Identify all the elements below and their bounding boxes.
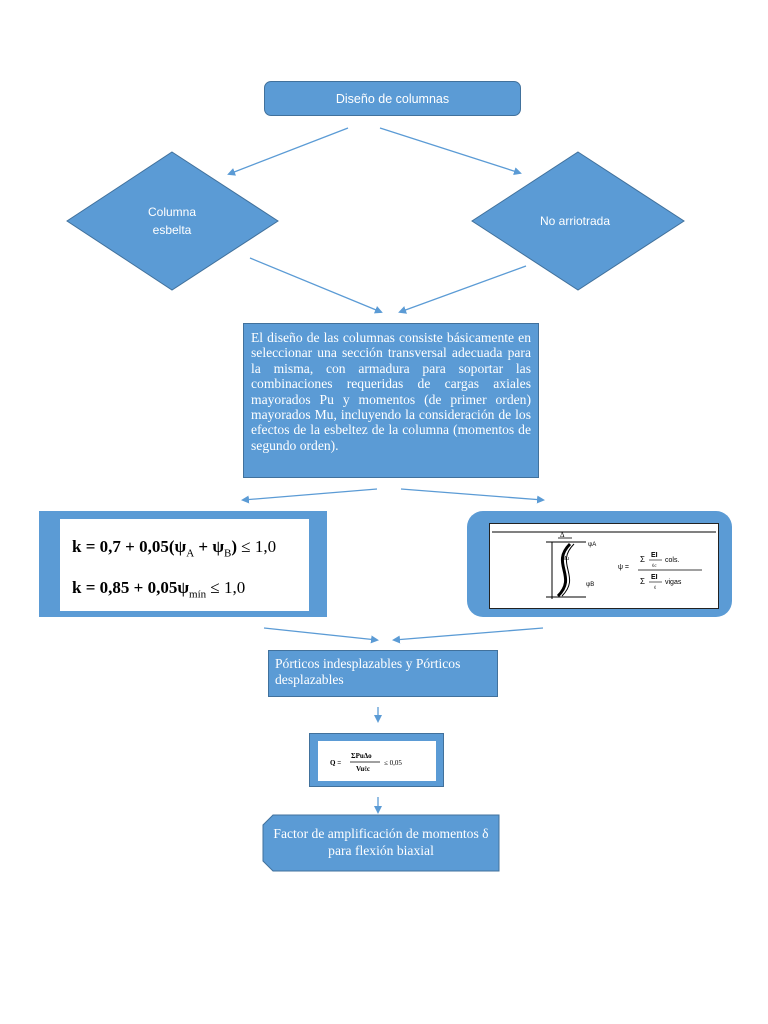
k2-sub: mín bbox=[189, 588, 207, 601]
k1-sub-a: A bbox=[186, 547, 195, 560]
psi-top-label: ψA bbox=[588, 542, 596, 548]
title-label: Diseño de columnas bbox=[335, 91, 450, 106]
psi-mu: Mu bbox=[562, 556, 569, 562]
porticos-text: Pórticos indesplazables y Pórticos despl… bbox=[275, 656, 461, 687]
psi-num-sum: Σ bbox=[640, 555, 645, 564]
psi-delta: Δ bbox=[560, 531, 565, 539]
description-node: El diseño de las columnas consiste básic… bbox=[243, 323, 539, 478]
k1-sub-b: B bbox=[224, 547, 232, 560]
q-num: ΣPuΔo bbox=[351, 752, 372, 760]
q-formula-panel: Q = ΣPuΔo Vuℓc ≤ 0,05 bbox=[318, 741, 436, 781]
psi-num-ei: EI bbox=[651, 552, 658, 559]
k-formula-line-2: k = 0,85 + 0,05ψmín ≤ 1,0 bbox=[72, 578, 245, 600]
factor-node: Factor de amplificación de momentos δ pa… bbox=[263, 815, 499, 871]
q-den: Vuℓc bbox=[356, 765, 370, 773]
arrow-right-to-desc bbox=[398, 265, 527, 314]
arrow-desc-to-psibox bbox=[400, 488, 545, 504]
column-frame-sketch: Δ ψA ψB Mu ψ = Σ EI ℓc cols. Σ EI ℓ viga… bbox=[492, 531, 716, 599]
psi-den-ei: EI bbox=[651, 574, 658, 581]
factor-text: Factor de amplificación de momentos δ pa… bbox=[273, 826, 489, 858]
k1-rhs: ) bbox=[231, 537, 238, 556]
psi-den-word: vigas bbox=[665, 579, 682, 586]
q-rhs: ≤ 0,05 bbox=[384, 759, 402, 767]
arrow-desc-to-kbox bbox=[241, 488, 378, 504]
psi-den-l: ℓ bbox=[654, 585, 656, 591]
psi-formula-panel: Δ ψA ψB Mu ψ = Σ EI ℓc cols. Σ EI ℓ viga… bbox=[489, 523, 719, 609]
k2-rel: ≤ 1,0 bbox=[206, 578, 246, 597]
arrow-title-to-left bbox=[227, 127, 349, 176]
left-diamond-label: Columna esbelta bbox=[147, 205, 197, 237]
k-formula-line-1: k = 0,7 + 0,05(ψA + ψB) ≤ 1,0 bbox=[72, 537, 276, 559]
description-text: El diseño de las columnas consiste básic… bbox=[251, 330, 531, 453]
arrow-psibox-to-porticos bbox=[392, 627, 544, 644]
k-formula-panel: k = 0,7 + 0,05(ψA + ψB) ≤ 1,0 k = 0,85 +… bbox=[60, 519, 309, 611]
k1-mid: + ψ bbox=[194, 537, 225, 556]
title-node-diseno-de-columnas: Diseño de columnas bbox=[264, 81, 521, 116]
q-lhs: Q = bbox=[330, 759, 341, 767]
q-formula-box: Q = ΣPuΔo Vuℓc ≤ 0,05 bbox=[309, 733, 444, 787]
psi-den-sum: Σ bbox=[640, 577, 645, 586]
psi-num-word: cols. bbox=[665, 557, 679, 564]
arrow-kbox-to-porticos bbox=[263, 627, 379, 644]
psi-formula-box: Δ ψA ψB Mu ψ = Σ EI ℓc cols. Σ EI ℓ viga… bbox=[467, 511, 732, 617]
porticos-node: Pórticos indesplazables y Pórticos despl… bbox=[268, 650, 498, 697]
k2-lhs: k = 0,85 + 0,05ψ bbox=[72, 578, 190, 597]
psi-lhs: ψ = bbox=[618, 564, 629, 571]
right-diamond-label: No arriotrada bbox=[539, 214, 611, 228]
k1-lhs: k = 0,7 + 0,05(ψ bbox=[72, 537, 187, 556]
q-formula: Q = ΣPuΔo Vuℓc ≤ 0,05 bbox=[330, 752, 402, 773]
arrow-left-to-desc bbox=[249, 257, 383, 314]
k1-rel: ≤ 1,0 bbox=[237, 537, 277, 556]
k-formula-box: k = 0,7 + 0,05(ψA + ψB) ≤ 1,0 k = 0,85 +… bbox=[39, 511, 327, 617]
psi-bot-label: ψB bbox=[586, 582, 594, 588]
psi-num-l: ℓc bbox=[652, 563, 657, 569]
arrow-title-to-right bbox=[379, 127, 522, 175]
